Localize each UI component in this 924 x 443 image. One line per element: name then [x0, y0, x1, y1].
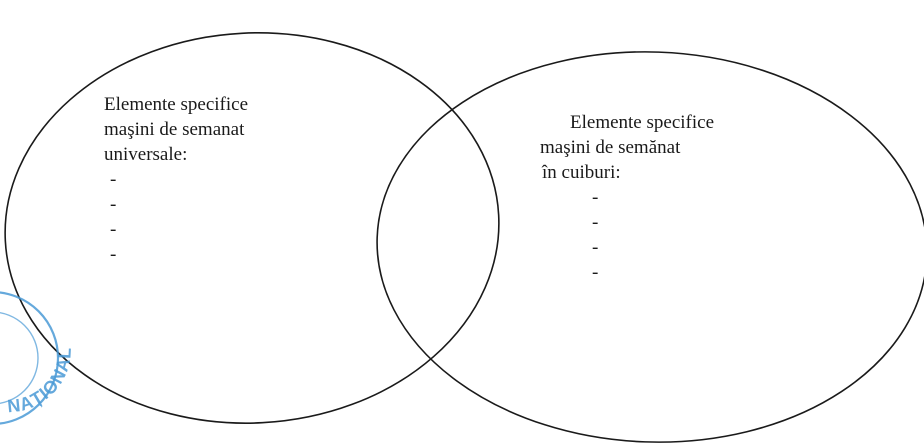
left-set-text: Elemente specifice maşini de semanat uni… [104, 92, 249, 265]
right-item-1: - [592, 187, 599, 208]
left-ellipse [4, 32, 500, 424]
right-title-line-2: maşini de semănat [540, 137, 681, 158]
stamp-text: NAȚIONAL [6, 346, 74, 416]
right-ellipse [376, 51, 924, 443]
left-item-2: - [110, 194, 117, 215]
right-items: - - - - [540, 185, 714, 283]
left-title-line-1: Elemente specifice [104, 94, 249, 115]
right-title-line-1: Elemente specifice [570, 112, 715, 133]
left-item-1: - [110, 169, 117, 190]
right-set-text: Elemente specifice maşini de semănat în … [540, 110, 715, 283]
left-title-line-3: universale: [104, 144, 188, 165]
right-title-line-3: în cuiburi: [542, 162, 621, 183]
right-item-2: - [592, 212, 599, 233]
left-item-4: - [110, 244, 117, 265]
svg-text:NAȚIONAL: NAȚIONAL [6, 346, 75, 416]
right-item-4: - [592, 262, 599, 283]
left-item-3: - [110, 219, 117, 240]
right-item-3: - [592, 237, 599, 258]
left-title-line-2: maşini de semanat [104, 119, 245, 140]
left-items: - - - - [104, 167, 248, 265]
